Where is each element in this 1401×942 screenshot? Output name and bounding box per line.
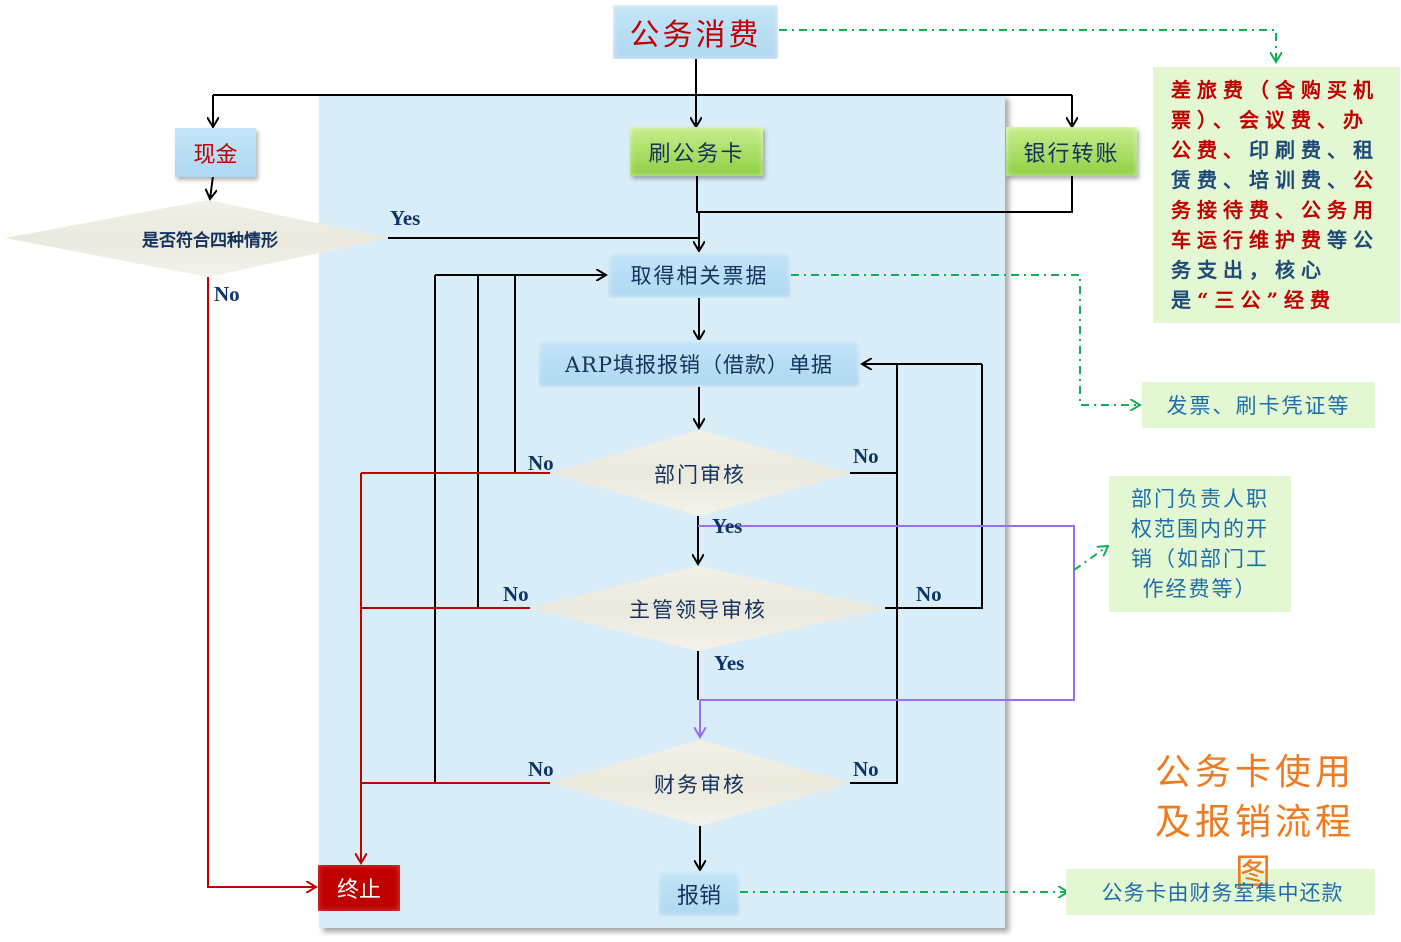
no-label-dept-left: No bbox=[528, 451, 554, 475]
yes-label-leader: Yes bbox=[714, 651, 745, 675]
cash-node: 现金 bbox=[175, 128, 256, 177]
expense-note-part: 印刷费、租赁费、培训费、 bbox=[1171, 138, 1379, 192]
expense-note-part: 等公务支出，核心是 bbox=[1171, 228, 1379, 312]
expense-note-part: 公务接待费、公务用车运行维护费 bbox=[1171, 168, 1379, 252]
arp-form-node: ARP填报报销（借款）单据 bbox=[538, 340, 860, 387]
no-label-finance-left: No bbox=[528, 757, 554, 781]
yes-label-dept: Yes bbox=[712, 514, 743, 538]
no-label-leader-left: No bbox=[503, 582, 529, 606]
expense-note-part: “三公”经费 bbox=[1197, 288, 1337, 312]
yes-label-four-cases: Yes bbox=[390, 206, 421, 230]
expense-note-part: 公费、 bbox=[1171, 138, 1249, 162]
diamond-dept-review bbox=[550, 430, 850, 516]
transfer-node: 银行转账 bbox=[1006, 127, 1137, 176]
leader-review-label: 主管领导审核 bbox=[629, 598, 767, 622]
repayment-note bbox=[1066, 869, 1375, 915]
diamond-leader-review bbox=[530, 566, 885, 651]
receipts-note: 发票、刷卡凭证等 bbox=[1142, 382, 1375, 428]
repayment-note-text: 公务卡由财务室集中还款 bbox=[1101, 881, 1344, 905]
dept-scope-note bbox=[1109, 476, 1291, 612]
no-label-four-cases: No bbox=[214, 282, 240, 306]
no-label-leader-right: No bbox=[916, 582, 942, 606]
no-label-dept-right: No bbox=[853, 444, 879, 468]
dept-review-label: 部门审核 bbox=[654, 463, 746, 487]
four-cases-label: 是否符合四种情形 bbox=[142, 230, 278, 251]
diamond-four-cases bbox=[5, 200, 388, 277]
no-label-finance-right: No bbox=[853, 757, 879, 781]
terminate-node: 终止 bbox=[318, 865, 400, 911]
reimburse-node: 报销 bbox=[658, 871, 740, 916]
start-node: 公务消费 bbox=[613, 5, 778, 59]
finance-review-label: 财务审核 bbox=[654, 773, 746, 797]
card-node: 刷公务卡 bbox=[630, 127, 763, 176]
expense-types-note: 差旅费（含购买机票）、会议费、办公费、印刷费、租赁费、培训费、公务接待费、公务用… bbox=[1153, 67, 1400, 323]
expense-note-part: 差旅费（含购买机票）、会议费、办 bbox=[1171, 78, 1379, 132]
diagram-title: 公务卡使用及报销流程图 bbox=[1154, 752, 1355, 893]
get-receipts-node: 取得相关票据 bbox=[608, 252, 791, 298]
diamond-finance-review bbox=[550, 740, 850, 826]
dept-scope-note-text: 部门负责人职权范围内的开销（如部门工作经费等） bbox=[1131, 487, 1269, 601]
